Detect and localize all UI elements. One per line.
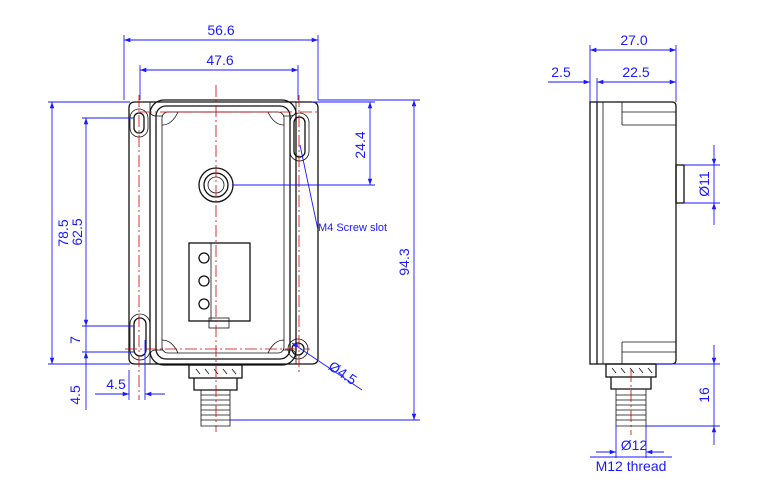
mount-slot-bl-inner [129,313,151,361]
dim-slot-length: 7 [67,336,83,344]
panel-tab [208,317,230,329]
indicator-panel [188,242,251,322]
side-view [589,101,685,435]
led-3-icon [198,298,210,310]
dim-lid-thickness: 2.5 [551,64,571,80]
dim-depth-overall: 27.0 [620,32,647,48]
mounting-flange [128,101,319,365]
side-body [597,101,677,365]
dim-hole-diameter: Ø4.5 [326,358,360,388]
led-2-icon [198,275,210,287]
mount-slot-tr-inner [289,112,310,162]
label-screw-slot: M4 Screw slot [318,222,387,234]
front-view [125,85,320,432]
lid-corner-tl [161,111,179,126]
housing-body [149,99,297,366]
mount-slot-tr [293,116,306,158]
side-bottom-rib [621,341,676,364]
dim-gland-diameter: Ø11 [696,171,712,197]
side-gland [675,164,685,204]
m12-connector-front [188,364,243,427]
side-dimensions: 27.0 2.5 22.5 Ø11 16 Ø12 M12 thread [548,32,720,474]
lid-corner-tr [267,111,285,126]
led-1-icon [198,252,210,264]
lid-corner-bl [161,339,179,354]
housing-lid [155,105,291,360]
label-m12-thread: M12 thread [596,458,667,474]
dim-hole-spacing-x: 47.6 [206,52,233,68]
front-dimensions: 56.6 47.6 78.5 62.5 7 4.5 4.5 24.4 [48,22,420,421]
dim-connector-diameter: Ø12 [621,437,648,453]
dim-width-overall: 56.6 [207,22,234,38]
dim-slot-spacing-y: 62.5 [69,218,85,245]
indicator-panel-strip [188,242,212,322]
dim-edge-offset-x: 4.5 [106,376,126,392]
dim-top-to-gland: 24.4 [352,131,368,158]
housing-inner-edge [161,111,285,354]
dim-body-depth: 22.5 [622,64,649,80]
side-lid [589,101,598,365]
dim-height-overall: 78.5 [55,219,71,246]
mount-slot-bl [133,317,147,357]
lid-corner-br [267,339,285,354]
mount-slot-tl [133,112,145,134]
side-top-rib [621,102,676,126]
dim-edge-offset-y: 4.5 [67,385,83,405]
dim-connector-length: 16 [696,387,712,403]
dim-height-total: 94.3 [396,248,412,275]
